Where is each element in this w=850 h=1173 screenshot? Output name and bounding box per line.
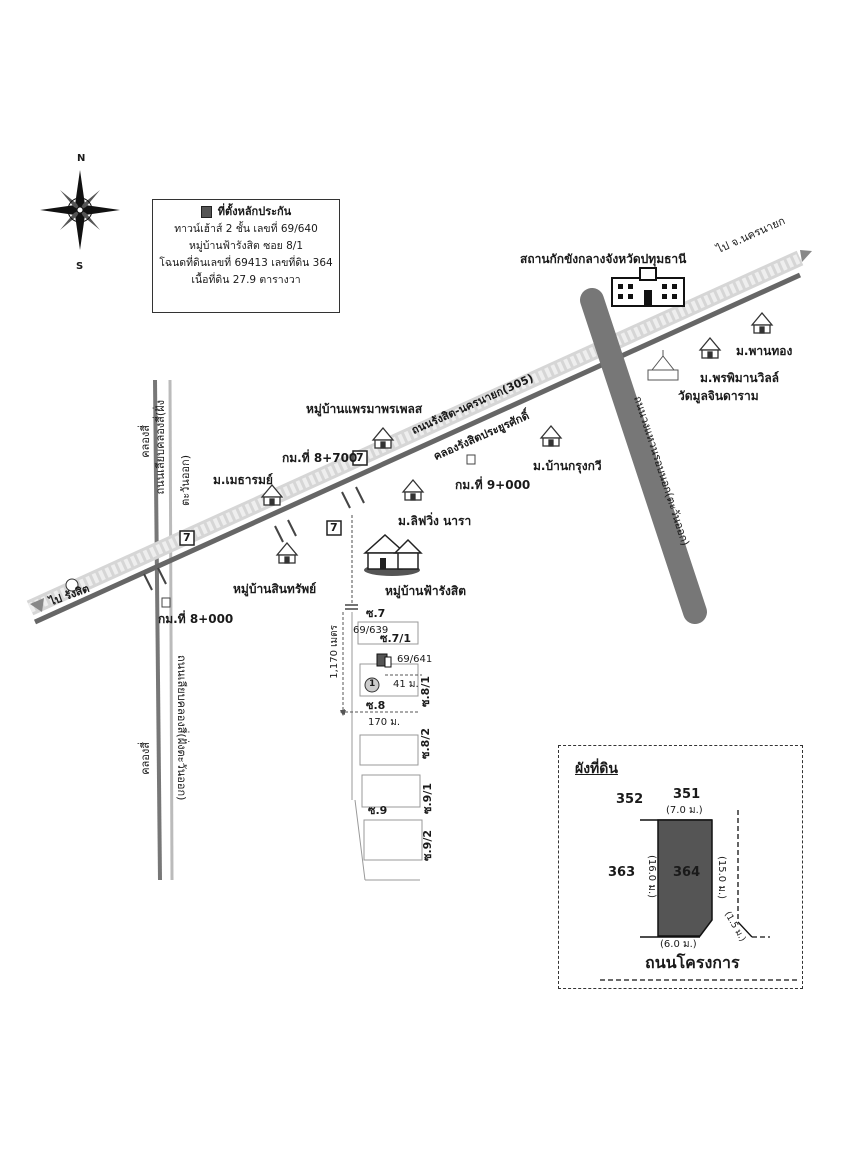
legend-line-2: หมู่บ้านฟ้ารังสิต ซอย 8/1: [188, 240, 304, 252]
dim-left-label: (16.0 ม.): [646, 855, 657, 899]
dim-top-label: (7.0 ม.): [666, 805, 703, 816]
soi-7-1-label: ซ.7/1: [380, 632, 411, 645]
km-8000-label: กม.ที่ 8+000: [158, 612, 234, 626]
legend-box: ที่ตั้งหลักประกัน ทาวน์เฮ้าส์ 2 ชั้น เลข…: [152, 199, 340, 313]
seven-eleven-label: 7: [183, 531, 191, 544]
parcel-352-label: 352: [616, 792, 644, 807]
ban-phraemaplace-label: หมู่บ้านแพรมาพรเพลส: [306, 402, 423, 416]
seven-eleven-icon: [352, 450, 368, 466]
soi-9-1-label: ซ.9/1: [421, 783, 434, 814]
parcel-364-label: 364: [673, 865, 701, 880]
legend-title-row: ที่ตั้งหลักประกัน: [153, 203, 339, 221]
klong-si-road: [168, 379, 174, 881]
ban-krungkawee-label: ม.บ้านกรุงกวี: [533, 459, 602, 473]
soi-8-label: ซ.8: [366, 699, 386, 712]
legend-line-3: โฉนดที่ดินเลขที่ 69413 เลขที่ดิน 364: [159, 257, 333, 269]
house-639-label: 69/639: [353, 625, 389, 636]
legend-line-1: ทาวน์เฮ้าส์ 2 ชั้น เลขที่ 69/640: [174, 223, 318, 235]
soi-9-label: ซ.9: [368, 804, 388, 817]
ring-road: [580, 288, 707, 624]
soi-7-label: ซ.7: [366, 607, 386, 620]
marker-1-circle: [364, 677, 380, 693]
house-icon: [750, 311, 774, 334]
soi-8-1-label: ซ.8/1: [419, 676, 432, 707]
arrow-to-nakhon-nayok-icon: [800, 250, 812, 262]
ban-phanthong-label: ม.พานทอง: [736, 344, 793, 358]
dim-bottom-label: (6.0 ม.): [660, 939, 697, 950]
compass-north-label: N: [77, 153, 86, 164]
dist-1170-label: 1,170 เมตร: [329, 625, 340, 679]
seven-eleven-icon: [326, 520, 342, 536]
km-post-9000-icon: [466, 454, 476, 465]
soi-grid: [351, 612, 423, 881]
marker-1-label: 1: [369, 679, 376, 689]
klong-si-top-label: คลองสี่: [139, 425, 152, 458]
km-post-8000-icon: [161, 597, 171, 608]
ban-metharom-label: ม.เมธารมย์: [213, 473, 273, 487]
prison-label: สถานกักขังกลางจังหวัดปทุมธานี: [520, 252, 687, 266]
seven-eleven-label: 7: [330, 521, 338, 534]
ban-fah-rangsit-label: หมู่บ้านฟ้ารังสิต: [385, 584, 467, 598]
house-icon: [698, 336, 722, 359]
temple-icon: [647, 350, 679, 381]
bridges: [143, 486, 365, 591]
rangsit-landmark-icon: [65, 578, 79, 592]
road-east-top2-label: ตะวันออก): [179, 455, 192, 506]
fah-rangsit-house-icon: [363, 533, 423, 576]
km-8700-label: กม.ที่ 8+700: [282, 451, 358, 465]
plot-diagram: [600, 810, 800, 981]
wat-label: วัดมูลจินดาราม: [678, 389, 759, 403]
house-641-label: 69/641: [397, 654, 433, 665]
ban-sinsap-label: หมู่บ้านสินทรัพย์: [233, 582, 317, 596]
plot-road-label: ถนนโครงการ: [645, 953, 740, 972]
seven-eleven-icon: [179, 530, 195, 546]
legend-swatch: [200, 206, 212, 218]
road-east-bottom-label: ถนนเลียบคลองสี่(ฝั่งตะวันออก): [175, 655, 188, 801]
compass-rose-icon: [40, 170, 120, 250]
compass-south-label: S: [76, 261, 84, 272]
parcel-363-label: 363: [608, 865, 636, 880]
house-icon: [275, 541, 299, 564]
dim-right-label: (15.0 ม.): [716, 856, 727, 900]
km-9000-label: กม.ที่ 9+000: [455, 478, 531, 492]
dist-170-label: 170 ม.: [368, 717, 401, 728]
highway-305-lanes: [27, 253, 803, 613]
parcel-351-label: 351: [673, 787, 701, 802]
ban-living-nara-label: ม.ลิฟวิ่ง นารา: [398, 514, 472, 528]
plot-layout-box: [558, 745, 803, 989]
plot-title: ผังที่ดิน: [575, 761, 618, 777]
legend-title: ที่ตั้งหลักประกัน: [217, 205, 292, 218]
canal-rangsit: [33, 272, 802, 625]
legend-line-4: เนื้อที่ดิน 27.9 ตารางวา: [191, 274, 301, 286]
house-icon: [260, 483, 284, 506]
house-icon: [401, 478, 425, 501]
parcel-364-shape: [657, 819, 713, 937]
klong-si-canal: [153, 379, 162, 881]
dist-41-label: 41 ม.: [393, 679, 419, 690]
seven-eleven-label: 7: [356, 451, 364, 464]
soi-9-2-label: ซ.9/2: [421, 830, 434, 861]
arrow-to-rangsit-icon: [30, 598, 44, 612]
house-icon: [371, 426, 395, 449]
prison-building-icon: [611, 267, 685, 307]
ban-phimanvilla-label: ม.พรพิมานวิลล์: [700, 371, 780, 385]
klong-si-bottom-label: คลองสี่: [139, 742, 152, 775]
house-icon: [539, 424, 563, 447]
road-east-top-label: ถนนเลียบคลองสี่(ฝั่ง: [154, 400, 167, 495]
soi-8-2-label: ซ.8/2: [419, 728, 432, 759]
